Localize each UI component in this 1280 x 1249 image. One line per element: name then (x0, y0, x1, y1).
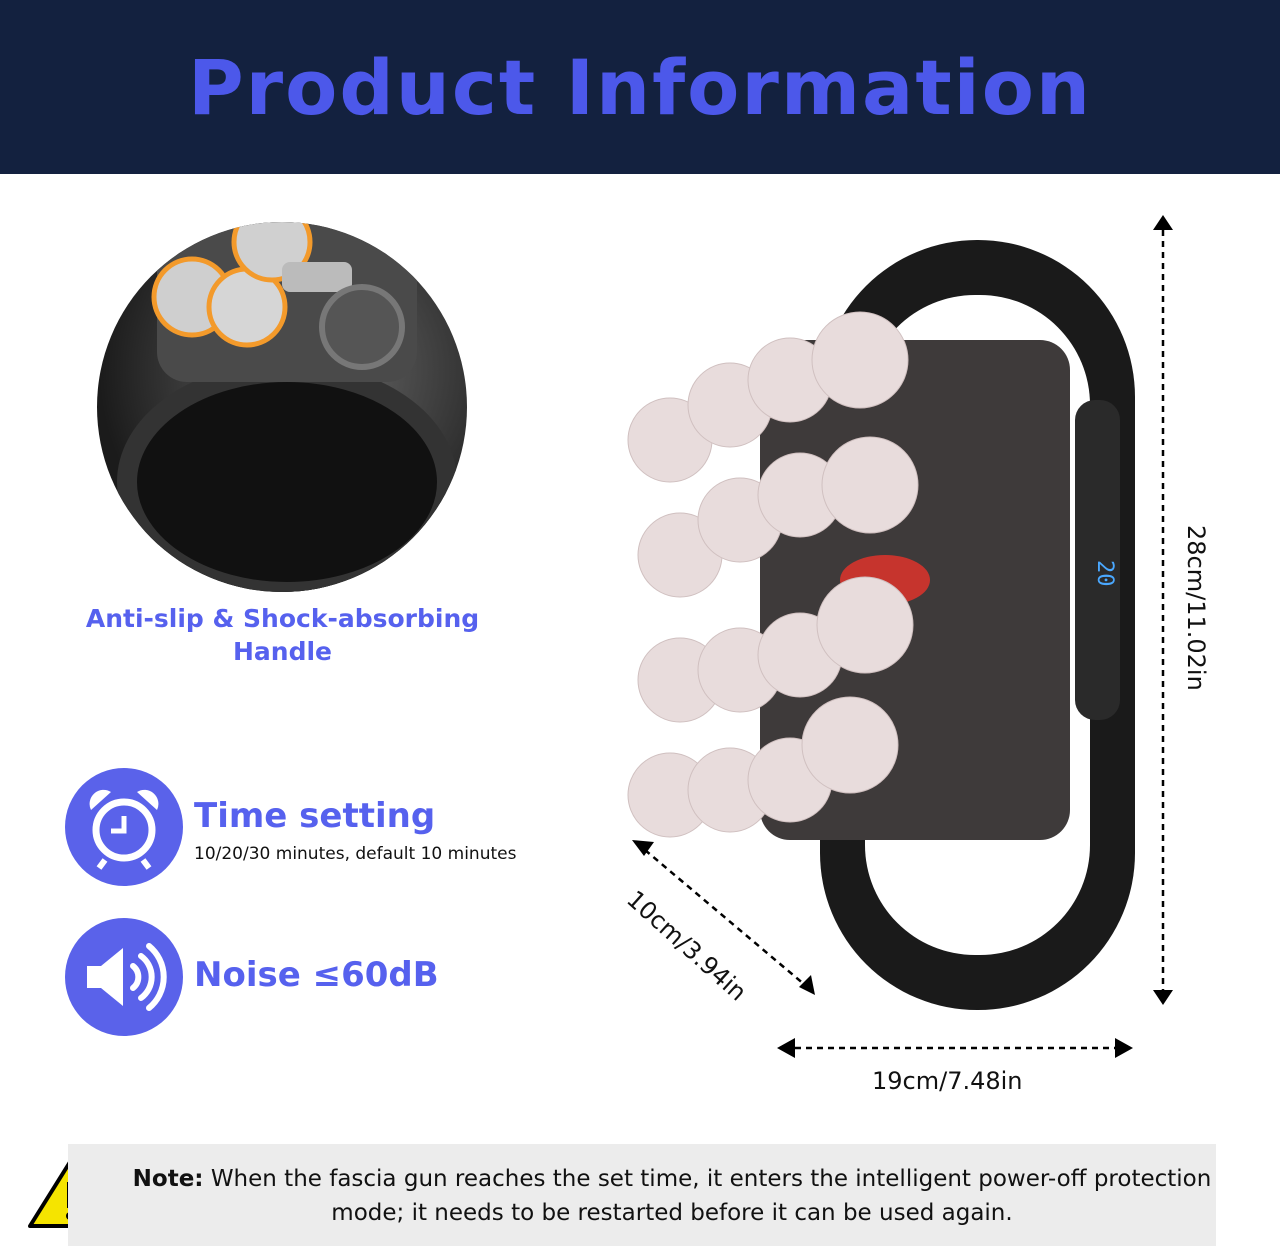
width-dimension: 19cm/7.48in (872, 1067, 1023, 1095)
height-dimension: 28cm/11.02in (1182, 525, 1210, 691)
noise-title: Noise ≤60dB (194, 955, 439, 995)
massager-device-image: 20 (627, 215, 1173, 1058)
page-title: Product Information (187, 42, 1093, 132)
time-setting-subtitle: 10/20/30 minutes, default 10 minutes (194, 844, 517, 864)
timer-display: 20 (1092, 560, 1117, 587)
note-box: Note: When the fascia gun reaches the se… (68, 1144, 1216, 1246)
note-text: When the fascia gun reaches the set time… (210, 1166, 1212, 1226)
alarm-clock-icon (65, 768, 183, 886)
header-banner: Product Information (0, 0, 1280, 174)
handle-closeup-image (97, 222, 467, 592)
time-setting-title: Time setting (194, 796, 436, 836)
speaker-icon (65, 918, 183, 1036)
note-label: Note: (132, 1166, 204, 1192)
handle-caption: Anti-slip & Shock-absorbing Handle (85, 604, 480, 666)
